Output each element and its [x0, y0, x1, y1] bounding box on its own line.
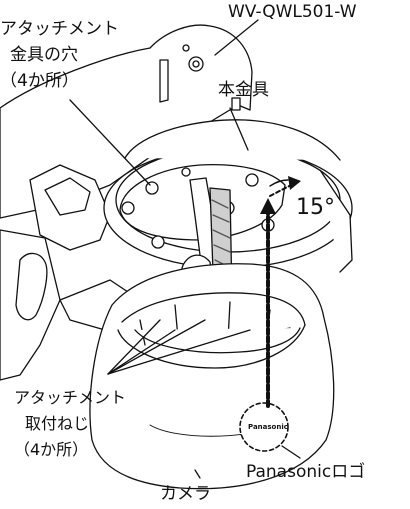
attachment-hole-label-1: アタッチメント [0, 19, 119, 39]
leader-lines [69, 19, 301, 479]
panasonic-logo-label: Panasonicロゴ [246, 462, 366, 482]
model-label: WV-QWL501-W [228, 2, 357, 22]
attachment-screws-label-1: アタッチメント [14, 388, 127, 407]
attachment-hole-label-3: （4か所） [0, 71, 79, 91]
camera-logo-text: Panasonic [248, 423, 288, 431]
alignment-guide [260, 176, 301, 408]
attachment-hole-label-2: 金具の穴 [10, 45, 78, 65]
angle-label: 15° [296, 195, 335, 220]
attachment-screws-label-2: 取付ねじ [25, 414, 90, 433]
logo-highlight [239, 402, 289, 452]
attachment-screws-label-3: （4か所） [14, 440, 89, 459]
camera-body [89, 263, 335, 490]
camera-label: カメラ [160, 484, 211, 504]
main-bracket-label: 本金具 [218, 80, 269, 100]
wall-arm [0, 164, 141, 381]
